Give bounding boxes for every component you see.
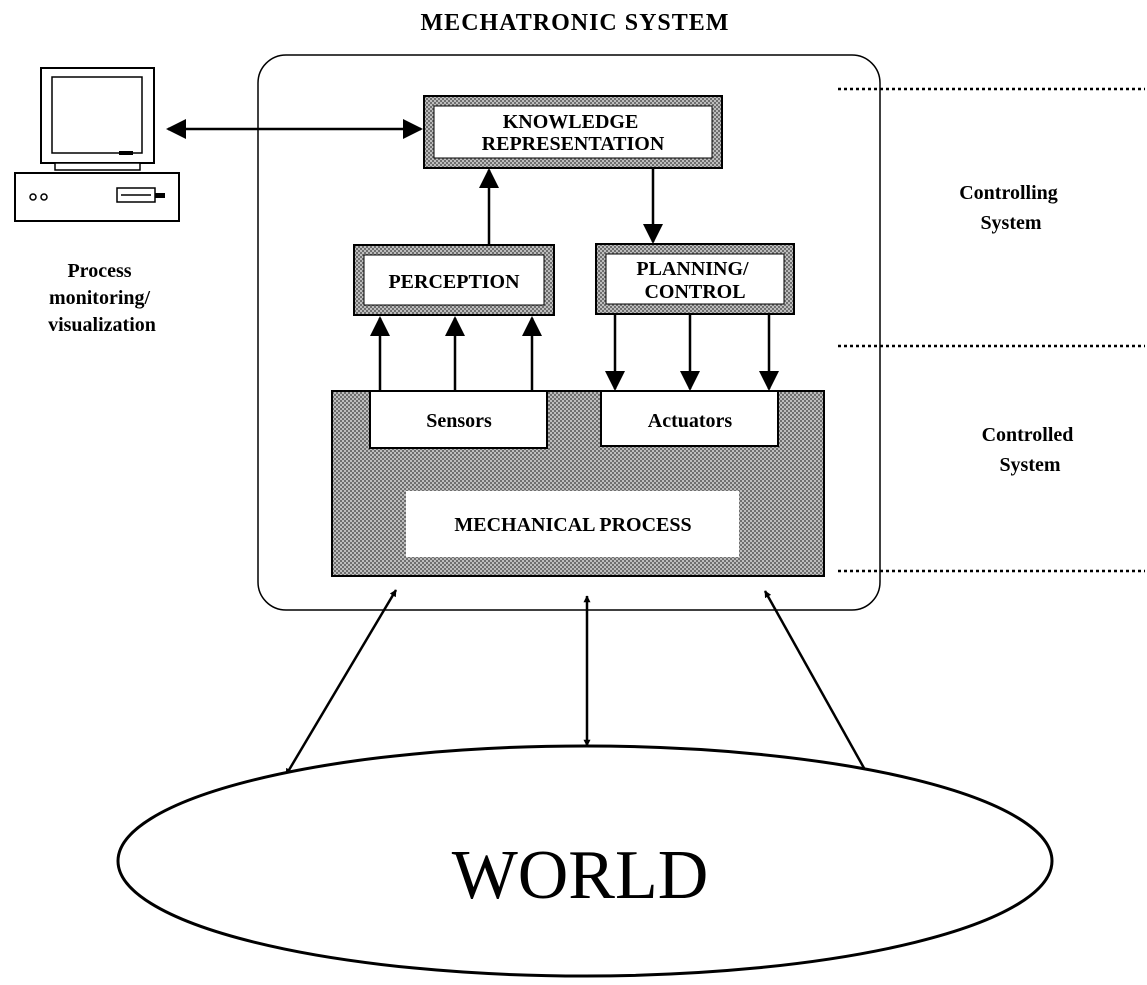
- actuators-block: Actuators: [600, 390, 779, 447]
- sensors-label: Sensors: [426, 410, 492, 432]
- diagram-title: MECHATRONIC SYSTEM: [421, 10, 730, 36]
- sensors-block: Sensors: [369, 390, 548, 449]
- computer-icon: [14, 67, 180, 222]
- world-label: WORLD: [452, 837, 709, 914]
- knowledge-representation-block: KNOWLEDGE REPRESENTATION: [423, 95, 723, 169]
- world-arrow-right: [763, 590, 871, 778]
- controlling-system-label: Controlling System: [959, 182, 1063, 234]
- planning-control-label: PLANNING/ CONTROL: [636, 258, 753, 303]
- knowledge-representation-label: KNOWLEDGE REPRESENTATION: [482, 111, 665, 155]
- mechanical-process-label: MECHANICAL PROCESS: [454, 514, 691, 536]
- computer-label: Process monitoring/ visualization: [48, 260, 156, 336]
- controlled-system-label: Controlled System: [982, 424, 1079, 476]
- world-arrow-left: [284, 589, 398, 776]
- actuators-label: Actuators: [648, 410, 733, 432]
- world-ellipse: [116, 744, 1054, 978]
- perception-label: PERCEPTION: [388, 271, 520, 293]
- perception-block: PERCEPTION: [353, 244, 555, 316]
- planning-control-block: PLANNING/ CONTROL: [595, 243, 795, 315]
